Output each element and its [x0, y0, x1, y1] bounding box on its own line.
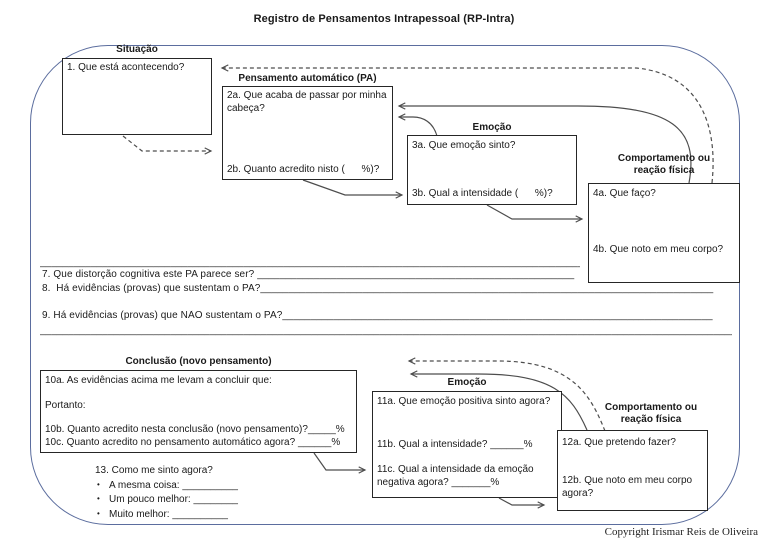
question-13: 13. Como me sinto agora? [95, 465, 213, 476]
situation-label: Situação [116, 44, 158, 55]
question-2a: 2a. Que acaba de passar por minha cabeça… [227, 90, 387, 114]
behavior2-label: Comportamento ou reação física [604, 402, 698, 425]
question-3b: 3b. Qual a intensidade ( %)? [412, 187, 553, 199]
copyright-text: Copyright Irismar Reis de Oliveira [604, 526, 758, 538]
conclusion-portanto: Portanto: [45, 400, 86, 411]
option-same: • A mesma coisa: __________ [97, 479, 238, 491]
situation-box: 1. Que está acontecendo? [62, 58, 212, 135]
bullet-icon: • [97, 508, 100, 518]
blank-line-bottom: ________________________________________… [40, 325, 732, 336]
behavior2-box: 12a. Que pretendo fazer? 12b. Que noto e… [557, 430, 708, 511]
question-10a: 10a. As evidências acima me levam a conc… [45, 375, 272, 386]
question-12a: 12a. Que pretendo fazer? [562, 437, 676, 448]
question-2b: 2b. Quanto acredito nisto ( %)? [227, 163, 380, 175]
question-9: 9. Há evidências (provas) que NÃO susten… [42, 310, 713, 321]
question-8: 8. Há evidências (provas) que sustentam … [42, 283, 714, 294]
how-feel-now-block: 13. Como me sinto agora? • A mesma coisa… [95, 464, 325, 522]
question-11a: 11a. Que emoção positiva sinto agora? [377, 396, 551, 407]
behavior-box: 4a. Que faço? 4b. Que noto em meu corpo? [588, 183, 740, 283]
bullet-icon: • [97, 479, 100, 489]
question-10b: 10b. Quanto acredito nesta conclusão (no… [45, 424, 345, 435]
question-4a: 4a. Que faço? [593, 188, 656, 199]
option-much-better: • Muito melhor: __________ [97, 508, 228, 520]
question-10c: 10c. Quanto acredito no pensamento autom… [45, 437, 341, 448]
behavior-label: Comportamento ou reação física [617, 153, 711, 176]
outer-rounded-frame [30, 45, 740, 525]
conclusion-label: Conclusão (novo pensamento) [125, 356, 272, 367]
question-11b: 11b. Qual a intensidade? ______% [377, 439, 533, 450]
question-12b: 12b. Que noto em meu corpo agora? [562, 475, 693, 499]
emotion-box: 3a. Que emoção sinto? 3b. Qual a intensi… [407, 135, 577, 205]
question-3a: 3a. Que emoção sinto? [412, 140, 516, 151]
emotion2-box: 11a. Que emoção positiva sinto agora? 11… [372, 391, 562, 498]
question-7: 7. Que distorção cognitiva este PA parec… [42, 269, 575, 280]
conclusion-box: 10a. As evidências acima me levam a conc… [40, 370, 357, 453]
blank-line-top: ________________________________________… [40, 257, 580, 268]
automatic-thought-label: Pensamento automático (PA) [238, 73, 377, 84]
emotion-label: Emoção [472, 122, 512, 133]
option-little-better: • Um pouco melhor: ________ [97, 494, 238, 505]
emotion2-label: Emoção [447, 377, 487, 388]
question-1: 1. Que está acontecendo? [67, 62, 185, 73]
page-title: Registro de Pensamentos Intrapessoal (RP… [253, 13, 515, 25]
question-4b: 4b. Que noto em meu corpo? [593, 244, 724, 255]
bullet-icon: • [97, 494, 100, 503]
question-11c: 11c. Qual a intensidade da emoção negati… [377, 464, 534, 488]
automatic-thought-box: 2a. Que acaba de passar por minha cabeça… [222, 86, 393, 180]
